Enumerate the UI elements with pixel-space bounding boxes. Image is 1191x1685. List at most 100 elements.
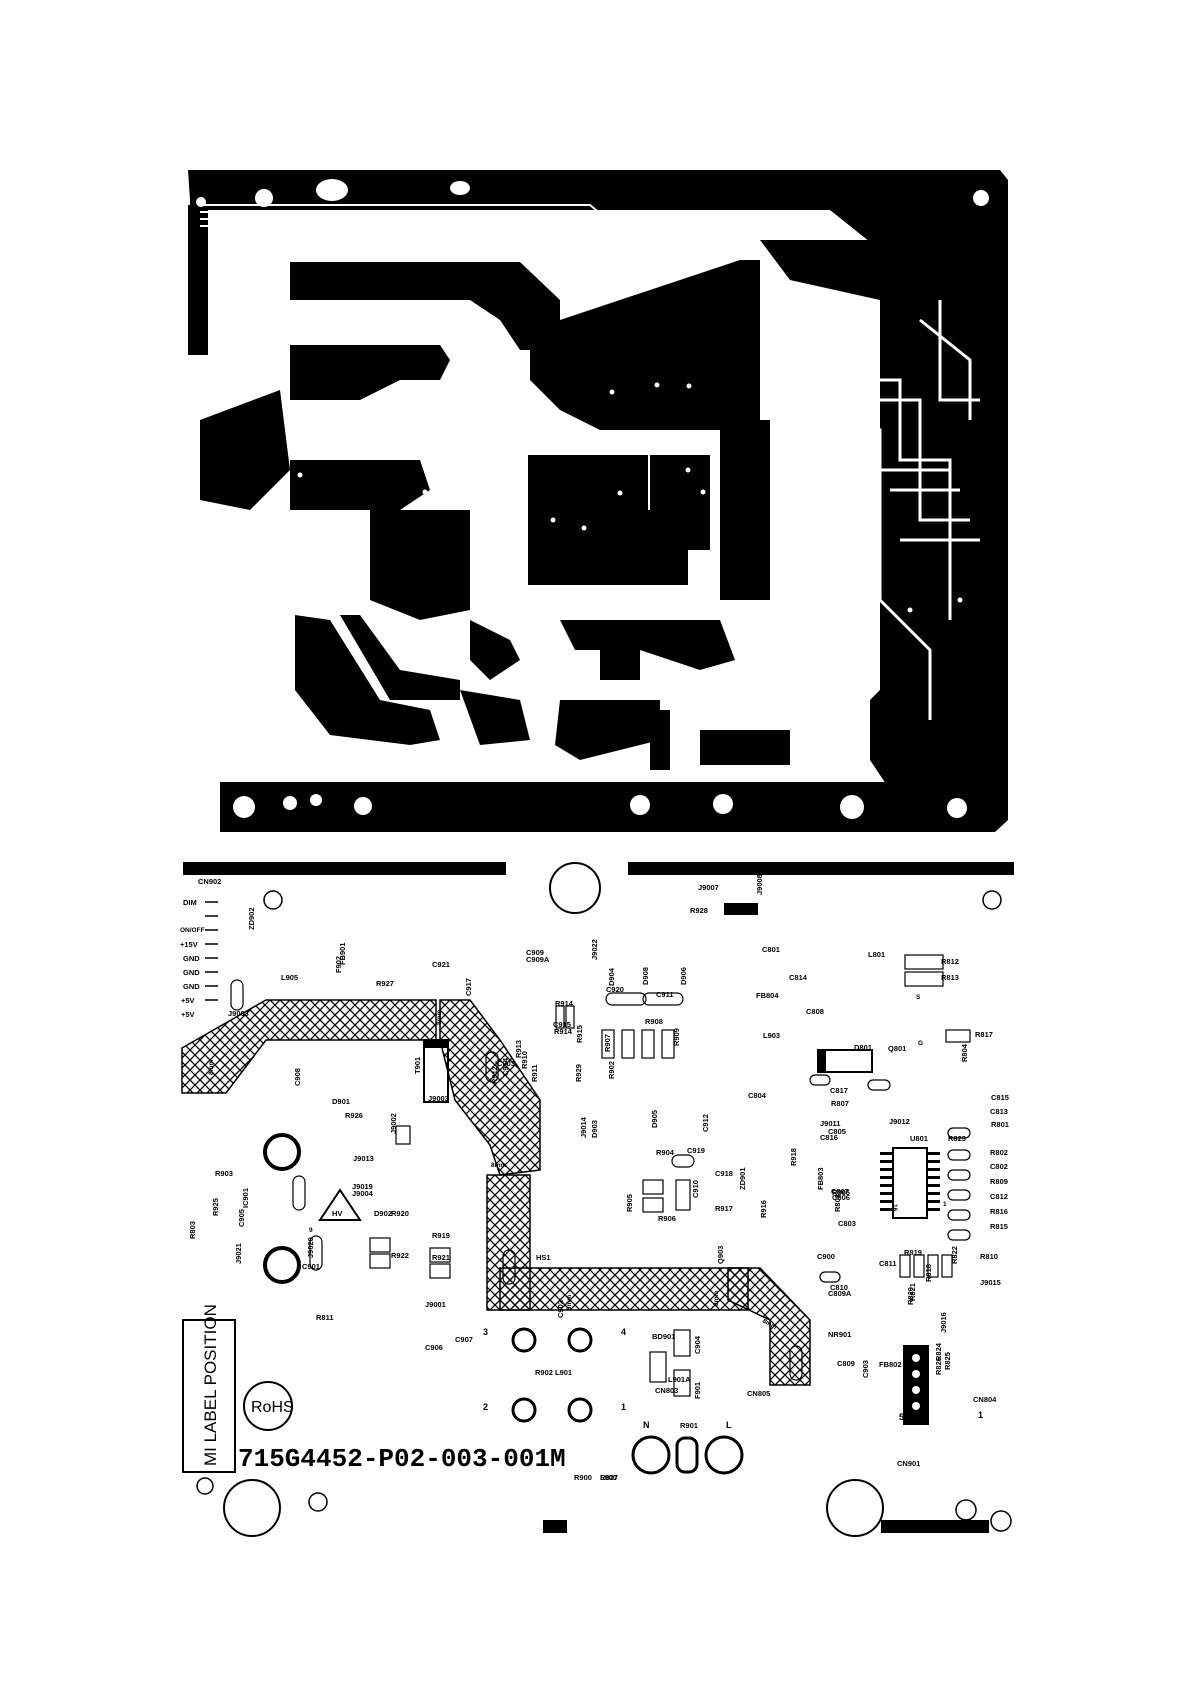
designator-r819: R819	[904, 1248, 922, 1257]
clearance-mark: 8mm	[208, 1060, 215, 1075]
pin-number: 1	[621, 1402, 626, 1412]
pin-number: 4	[621, 1327, 626, 1337]
designator-u801: U801	[910, 1134, 928, 1143]
designator-j9014: J9014	[579, 1116, 588, 1138]
designator-r925: R925	[211, 1198, 220, 1216]
clearance-mark: 8mm	[713, 1291, 720, 1306]
designator-j9021: J9021	[234, 1243, 243, 1264]
designator-r922: R922	[391, 1251, 409, 1260]
designator-r825: R825	[943, 1352, 952, 1370]
designator-r915: R915	[575, 1025, 584, 1043]
mounting-hole-silk-5	[196, 1477, 214, 1495]
passive-footprints	[230, 954, 971, 1397]
designator-r826: R826	[934, 1357, 943, 1375]
trace-bundle-top	[200, 204, 760, 252]
designator-r810: R810	[980, 1252, 998, 1261]
designator-ic901: IC901	[241, 1188, 250, 1208]
designator-r902: R902	[535, 1368, 553, 1377]
ic-u801-footprint	[880, 1147, 940, 1219]
designator-j9007: J9007	[698, 883, 719, 892]
ac-neutral-label: N	[643, 1420, 650, 1430]
connector-cn804-pins	[912, 1354, 920, 1410]
clearance-hatch	[181, 999, 811, 1386]
mounting-hole-silk-1	[263, 890, 283, 910]
connector-pin-ticks	[205, 901, 218, 1001]
zener-zd902-band	[424, 1040, 448, 1048]
designator-r805: R805	[832, 1188, 850, 1197]
silk-bar-right	[628, 862, 1014, 875]
silk-bar-left	[183, 862, 506, 875]
designator-r818: R818	[924, 1264, 933, 1282]
designator-cn803: CN803	[655, 1386, 678, 1395]
clearance-mark: 8mm	[491, 1162, 506, 1169]
pin-number: 9	[309, 1227, 313, 1234]
clearance-mark: 8mm	[566, 1295, 573, 1310]
designator-j9008: J9008	[755, 874, 764, 895]
designator-j9002: J9002	[389, 1113, 398, 1134]
mounting-holes-bottom	[233, 794, 967, 819]
copper-left-strip	[188, 205, 208, 355]
pin-number: S	[916, 994, 921, 1001]
designator-j9019: J9019	[352, 1182, 373, 1191]
designator-c905: C905	[237, 1209, 246, 1227]
mounting-hole-silk-4	[308, 1492, 328, 1512]
designator-nr901: NR901	[828, 1330, 851, 1339]
board-part-number: 715G4452-P02-003-001M	[238, 1444, 566, 1474]
designator-j9012: J9012	[889, 1117, 910, 1126]
designator-j9022: J9022	[590, 939, 599, 960]
pin-number: 5	[899, 1412, 904, 1422]
pin-label: +5V	[181, 996, 195, 1005]
designator-c805: C805	[828, 1127, 846, 1136]
mounting-hole-silk-2	[982, 890, 1002, 910]
designator-l900: L900	[600, 1473, 617, 1482]
designator-c808: C808	[806, 1007, 824, 1016]
designator-r812: R812	[941, 957, 959, 966]
designator-zd901: ZD901	[738, 1167, 747, 1190]
designator-d904: D904	[607, 967, 616, 986]
designator-r900: R900	[574, 1473, 592, 1482]
designator-j9016: J9016	[939, 1312, 948, 1333]
mounting-hole-silk-8	[990, 1510, 1012, 1532]
copper-bottom-strip	[220, 782, 900, 832]
mounting-hole-silk-6	[826, 1479, 884, 1537]
designator-c921: C921	[432, 960, 450, 969]
designator-d905: D905	[650, 1110, 659, 1128]
jumper-bar	[724, 903, 758, 915]
designator-c909: C909	[526, 948, 544, 957]
silk-bar-bottom-right	[881, 1520, 989, 1533]
designator-r824: R824	[934, 1342, 943, 1361]
designator-bd901: BD901	[652, 1332, 675, 1341]
designator-r902: R902	[607, 1061, 616, 1079]
clearance-mark: 8mm	[436, 1010, 443, 1025]
designator-d906: D906	[679, 967, 688, 985]
heatsink-ring-1	[263, 1133, 301, 1284]
designator-fb804: FB804	[756, 991, 779, 1000]
designator-r906: R906	[658, 1214, 676, 1223]
designator-l903: L903	[763, 1031, 780, 1040]
designator-c815: C815	[991, 1093, 1009, 1102]
designator-c914: C914	[501, 1057, 510, 1076]
designator-c906: C906	[425, 1343, 443, 1352]
pin-numbers: 3 4 2 1 5 1 9 S G 16 1	[309, 994, 983, 1422]
designator-r807: R807	[831, 1099, 849, 1108]
designator-fb803: FB803	[816, 1167, 825, 1190]
designator-cn805: CN805	[747, 1389, 770, 1398]
pin-label: +15V	[180, 940, 198, 949]
designator-r803: R803	[188, 1221, 197, 1239]
designator-r919: R919	[432, 1231, 450, 1240]
designator-c903: C903	[861, 1360, 870, 1378]
designator-l801: L801	[868, 950, 885, 959]
designator-r908: R908	[645, 1017, 663, 1026]
designator-c812: C812	[990, 1192, 1008, 1201]
designator-c806: C806	[832, 1193, 850, 1202]
pin-number: 16	[891, 1204, 898, 1212]
designator-r801: R801	[991, 1120, 1009, 1129]
designator-r913: R913	[514, 1040, 523, 1058]
fuse-circle-top	[549, 862, 601, 914]
designator-l905: L905	[281, 973, 298, 982]
designator-r808: R808	[833, 1194, 842, 1212]
designator-c907: C907	[455, 1335, 473, 1344]
designator-q801: Q801	[888, 1044, 906, 1053]
designator-c901: C901	[302, 1262, 320, 1271]
pin-number: 2	[483, 1402, 488, 1412]
